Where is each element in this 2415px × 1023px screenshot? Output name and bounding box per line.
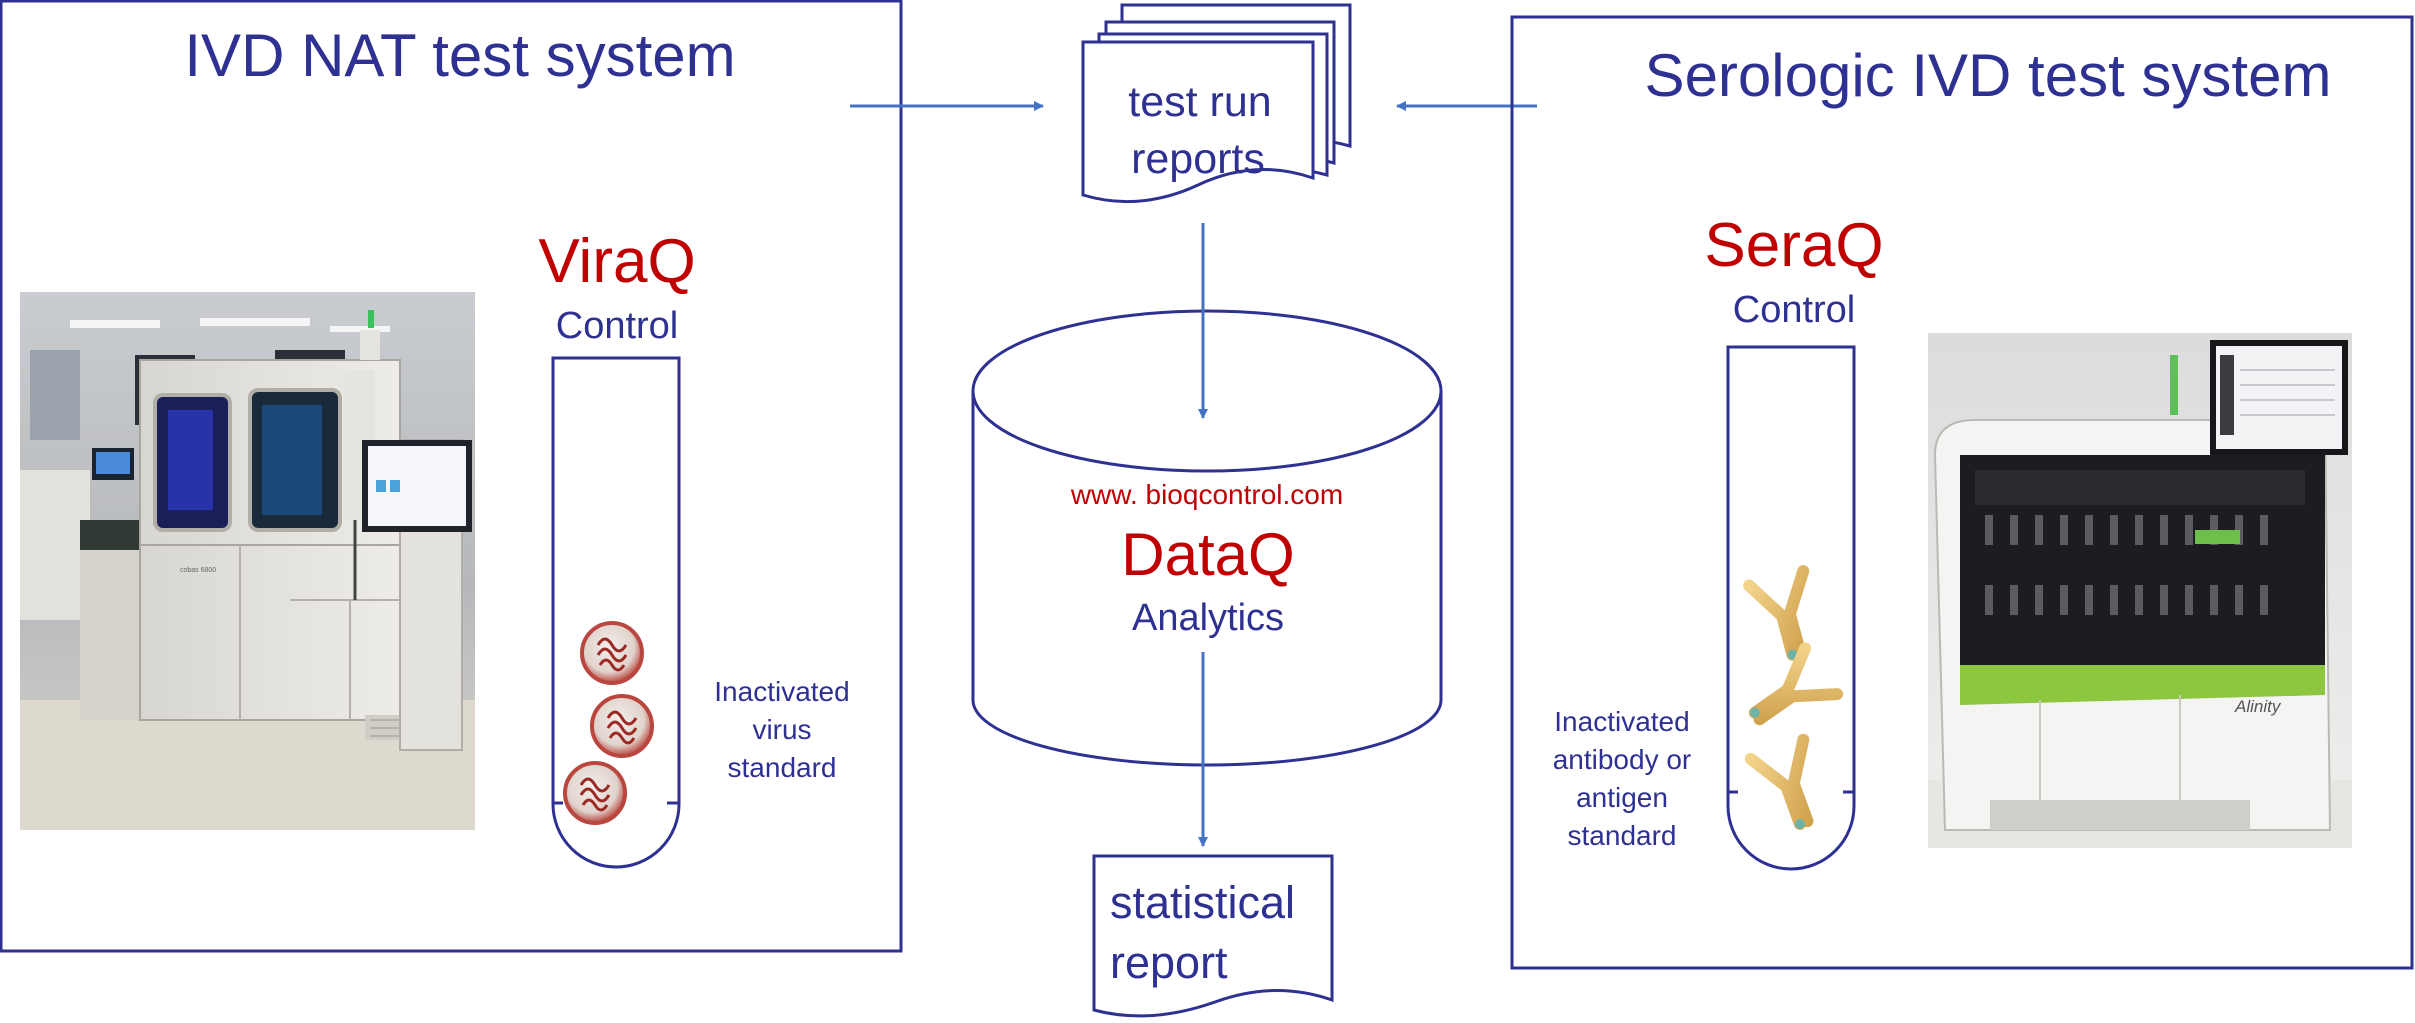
seraq-standard-line: standard [1568,820,1677,851]
database-body [971,391,1443,767]
viraq-standard-line: Inactivated [714,676,849,707]
left-panel-title: IVD NAT test system [184,22,735,89]
dataq-title: DataQ [1121,521,1294,588]
dataq-url: www. bioqcontrol.com [1070,479,1343,510]
serology-instrument-brand: Alinity [2234,697,2282,716]
dataq-subtitle: Analytics [1132,597,1284,639]
seraq-standard-line: antigen [1576,782,1668,813]
virus-particle [590,694,654,758]
seraq-subtitle: Control [1733,289,1856,331]
seraq-standard-label: Inactivated antibody or antigen standard [1553,706,1692,851]
viraq-standard-line: standard [728,752,837,783]
test-run-report-doc [1081,40,1315,204]
virus-particle [563,761,627,825]
nat-instrument-photo: cobas 6800 [20,292,475,830]
statistical-report-line: report [1110,937,1228,988]
antibody [1744,733,1814,830]
nat-instrument-brand: cobas 6800 [180,567,216,574]
antibody [1748,642,1844,726]
test-run-reports-stack: test run reports [1081,3,1352,204]
left-panel-frame [0,0,903,953]
database-top [971,309,1443,473]
seraq-standard-line: Inactivated [1554,706,1689,737]
dataq-database: www. bioqcontrol.com DataQ Analytics [971,309,1443,767]
left-panel: IVD NAT test system [0,0,903,953]
seraq-standard-line: antibody or [1553,744,1692,775]
test-run-reports-line: reports [1131,135,1265,183]
viraq-standard-line: virus [752,714,811,745]
center-flow: test run reports www. bioqcontrol.com Da… [850,3,1537,1018]
viraq-subtitle: Control [556,305,679,347]
virus-particle [580,621,644,685]
statistical-report-doc: statistical report [1092,854,1334,1018]
right-panel-title: Serologic IVD test system [1645,42,2332,109]
viraq-standard-label: Inactivated virus standard [714,676,849,783]
serology-instrument-photo: Alinity [1928,333,2352,848]
right-panel: Serologic IVD test system SeraQ Control … [1510,15,2414,970]
test-run-reports-line: test run [1128,78,1271,126]
seraq-title: SeraQ [1704,211,1883,280]
right-panel-frame [1510,15,2414,970]
statistical-report-line: statistical [1110,877,1295,928]
viraq-title: ViraQ [538,227,695,296]
